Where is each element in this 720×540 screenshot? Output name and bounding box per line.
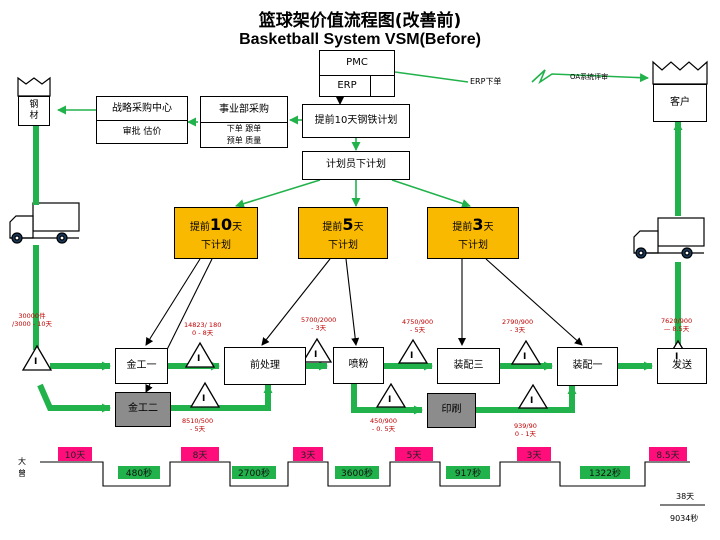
planner-label: 计划员下计划	[326, 159, 386, 171]
lead-time-2: 8天	[181, 447, 219, 461]
process-print-label: 印刷	[441, 404, 462, 416]
process-pretreat: 前处理	[224, 347, 306, 385]
inventory-i-spray: I	[410, 351, 414, 361]
supplier-label: 钢材	[29, 99, 39, 121]
inventory-note-ship: 7620/900— 8.5天	[661, 317, 693, 333]
lead-time-3: 3天	[293, 447, 323, 461]
pmc-label: PMC	[346, 57, 368, 69]
division-purchase-detail-2: 预单 质量	[226, 136, 262, 145]
inventory-i-asm3: I	[523, 352, 527, 362]
inventory-i-pre: I	[314, 350, 318, 360]
lead-time-1: 10天	[58, 447, 92, 461]
schedule-box-10-line1: 提前10天	[189, 215, 243, 235]
division-purchase-detail-1: 下单 跟单	[226, 124, 262, 133]
process-assembly1-label: 装配一	[572, 360, 603, 372]
inventory-note-raw: 30000件/3000 - 10天	[12, 312, 52, 328]
erp-divider	[370, 75, 371, 97]
information-flow-arrows	[57, 69, 649, 208]
schedule-box-5-days: 提前5天 下计划	[298, 207, 388, 259]
process-metal1: 金工一	[115, 348, 168, 384]
process-time-5: 1322秒	[580, 466, 630, 479]
process-metal1-label: 金工一	[126, 359, 157, 371]
supplier-factory-icon	[17, 76, 51, 97]
customer-box: 客户	[653, 84, 707, 122]
material-flow-arrows	[33, 121, 683, 415]
inventory-i-print: I	[530, 396, 534, 406]
inventory-note-sprayd: 450/900- 0. 5天	[370, 417, 398, 433]
process-time-4: 917秒	[446, 466, 490, 479]
inventory-i-sprayd: I	[388, 395, 392, 405]
outbound-truck-icon	[633, 217, 705, 259]
inventory-i-ship: I	[675, 352, 679, 362]
inbound-truck-icon	[9, 202, 80, 244]
schedule-box-3-line2: 下计划	[458, 239, 488, 251]
process-spray: 喷粉	[333, 347, 384, 384]
strategic-purchase-title: 战略采购中心	[97, 97, 187, 121]
strategic-purchase-detail: 审批 估价	[122, 126, 162, 137]
division-purchase-box: 事业部采购 下单 跟单 预单 质量	[200, 96, 288, 148]
process-time-2: 2700秒	[232, 466, 276, 479]
inventory-note-spray: 4750/900- 5天	[402, 318, 434, 334]
oa-review-note: OA系统评审	[570, 73, 609, 81]
process-time-1: 480秒	[118, 466, 160, 479]
process-metal2: 金工二	[115, 392, 171, 427]
inventory-i-m2: I	[202, 394, 206, 404]
process-assembly3: 装配三	[437, 348, 500, 384]
schedule-box-10-days: 提前10天 下计划	[174, 207, 258, 259]
lead-time-4: 5天	[395, 447, 433, 461]
advance-steel-plan-label: 提前10天钢铁计划	[314, 114, 398, 126]
process-metal2-label: 金工二	[128, 403, 158, 415]
customer-label: 客户	[670, 96, 690, 108]
timeline-label: 大曾	[18, 457, 26, 478]
inventory-note-asm3: 2790/900- 3天	[502, 318, 534, 334]
total-process-time: 9034秒	[670, 514, 699, 523]
erp-box: ERP	[319, 75, 395, 97]
schedule-box-5-line1: 提前5天	[322, 215, 364, 235]
pmc-box: PMC	[319, 50, 395, 76]
inventory-i-m1: I	[197, 354, 201, 364]
erp-label: ERP	[337, 79, 357, 91]
total-lead-time: 38天	[676, 492, 695, 501]
timeline-line	[40, 461, 690, 487]
process-time-3: 3600秒	[335, 466, 379, 479]
page-title-cn: 篮球架价值流程图(改善前)	[258, 11, 462, 31]
process-print: 印刷	[427, 393, 476, 428]
process-ship-label: 发送	[672, 359, 692, 371]
schedule-box-3-days: 提前3天 下计划	[427, 207, 519, 259]
lead-time-5: 3天	[517, 447, 551, 461]
inventory-i-raw: I	[34, 357, 38, 367]
page-title-en: Basketball System VSM(Before)	[239, 31, 481, 48]
lead-time-6: 8.5天	[649, 447, 687, 461]
strategic-purchase-box: 战略采购中心 审批 估价	[96, 96, 188, 144]
erp-order-note: ERP下单	[470, 77, 502, 86]
schedule-box-5-line2: 下计划	[328, 239, 358, 251]
process-ship: 发送	[657, 348, 707, 384]
process-assembly1: 装配一	[557, 347, 618, 386]
schedule-box-3-line1: 提前3天	[452, 215, 494, 235]
process-assembly3-label: 装配三	[453, 359, 484, 371]
supplier-box: 钢材	[18, 96, 50, 126]
process-spray-label: 喷粉	[348, 359, 369, 371]
schedule-box-10-line2: 下计划	[201, 239, 231, 251]
advance-steel-plan-box: 提前10天钢铁计划	[302, 104, 410, 138]
division-purchase-title: 事业部采购	[201, 97, 287, 123]
planner-box: 计划员下计划	[302, 151, 410, 180]
inventory-note-m2: 8510/500- 5天	[182, 417, 214, 433]
customer-factory-icon	[652, 60, 708, 85]
inventory-note-pre: 5700/2000- 3天	[301, 316, 337, 332]
process-pretreat-label: 前处理	[250, 359, 280, 371]
